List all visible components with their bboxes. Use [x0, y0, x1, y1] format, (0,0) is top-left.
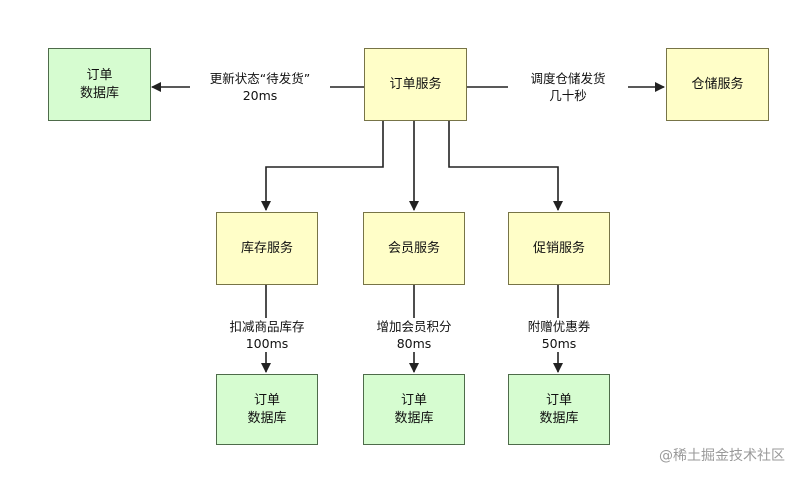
warehouse-service: 仓储服务	[666, 48, 769, 121]
watermark: @稀土掘金技术社区	[659, 448, 785, 464]
order-db-member: 订单 数据库	[363, 374, 465, 445]
order-service: 订单服务	[364, 48, 467, 121]
inventory-service: 库存服务	[216, 212, 318, 285]
label-update-status: 更新状态“待发货” 20ms	[190, 70, 330, 104]
promotion-service: 促销服务	[508, 212, 610, 285]
label-deduct-stock: 扣减商品库存 100ms	[216, 318, 318, 352]
order-db-inventory: 订单 数据库	[216, 374, 318, 445]
order-db-top: 订单 数据库	[48, 48, 151, 121]
member-service: 会员服务	[363, 212, 465, 285]
order-db-promotion: 订单 数据库	[508, 374, 610, 445]
edge-to-inventory	[261, 120, 384, 211]
edge-to-promotion	[448, 120, 563, 211]
label-issue-coupon: 附赠优惠券 50ms	[508, 318, 610, 352]
label-add-points: 增加会员积分 80ms	[363, 318, 465, 352]
label-dispatch-warehouse: 调度仓储发货 几十秒	[508, 70, 628, 104]
